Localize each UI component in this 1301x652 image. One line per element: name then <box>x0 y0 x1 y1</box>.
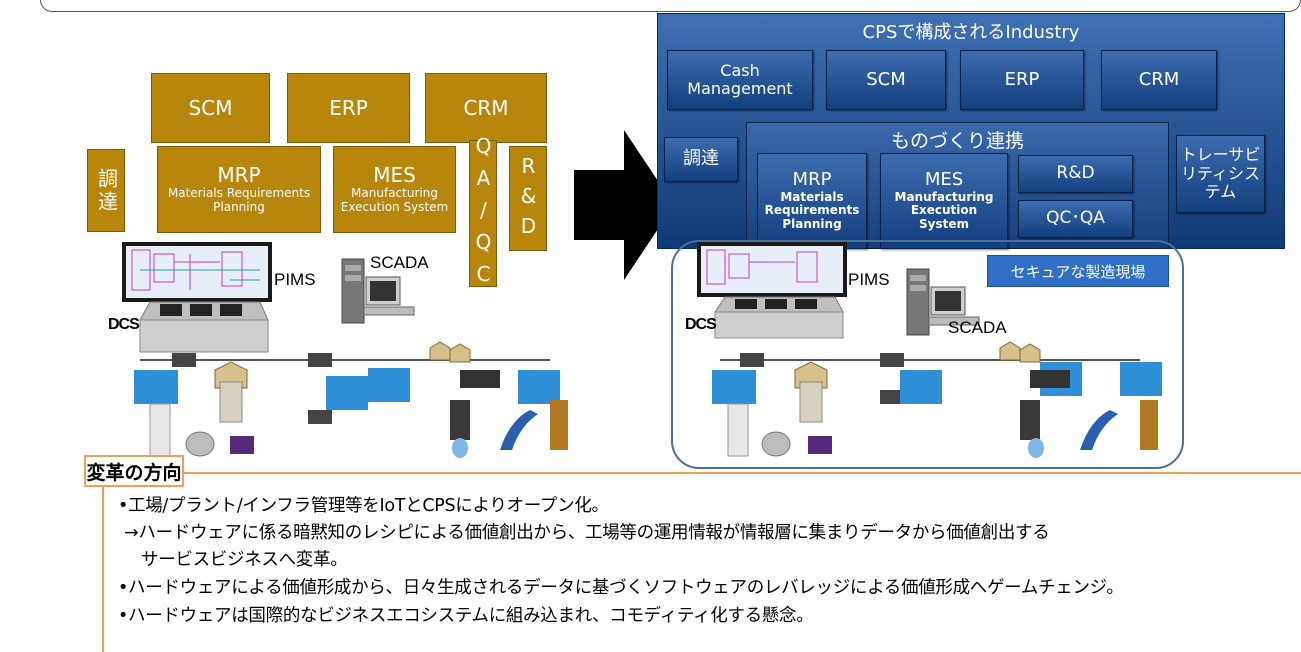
right-erp-label: ERP <box>1004 68 1040 90</box>
left-pims-label: PIMS <box>274 270 316 289</box>
right-scada-illustration <box>906 268 980 336</box>
bottom-text-frame <box>102 472 1301 652</box>
bottom-line-2: →ハードウェアに係る暗黙知のレシピによる価値創出から、工場等の運用情報が情報層に… <box>124 523 1050 543</box>
right-dcs-illustration <box>697 242 847 339</box>
henkaku-heading: 変革の方向 <box>84 455 184 487</box>
right-mes-subtitle: Manufacturing Execution System <box>894 189 994 232</box>
right-qcqa-label: QC･QA <box>1046 208 1105 229</box>
right-qcqa-box: QC･QA <box>1018 200 1133 238</box>
right-cash-box: Cash Management <box>667 50 813 110</box>
left-scm-box: SCM <box>151 73 270 143</box>
secure-factory-badge: セキュアな製造現場 <box>987 255 1169 287</box>
right-mes-title: MES <box>924 168 964 190</box>
right-pims-label: PIMS <box>848 270 890 289</box>
cps-industry-title: CPSで構成されるIndustry <box>862 22 1080 43</box>
right-rd-box: R&D <box>1018 155 1133 193</box>
transform-arrow-icon <box>574 130 674 280</box>
secure-factory-frame <box>671 240 1184 469</box>
right-erp-box: ERP <box>960 50 1084 110</box>
left-dcs-illustration <box>122 242 272 353</box>
bottom-line-3: サービスビジネスへ変革。 <box>141 550 348 570</box>
left-rd-label: R&D <box>516 153 541 244</box>
left-mrp-box: MRP Materials Requirements Planning <box>157 146 321 233</box>
right-rd-label: R&D <box>1056 163 1095 184</box>
left-scada-illustration <box>341 258 415 324</box>
right-mrp-subtitle: Materials Requirements Planning <box>764 189 860 232</box>
right-mrp-box: MRP Materials Requirements Planning <box>757 153 867 249</box>
right-choutatsu-box: 調達 <box>664 137 738 182</box>
right-network-illustration <box>712 341 1162 458</box>
left-rd-box: R&D <box>509 146 547 251</box>
monozukuri-title: ものづくり連携 <box>890 130 1024 152</box>
right-cash-label: Cash Management <box>687 60 793 98</box>
left-mes-title: MES <box>373 163 416 188</box>
left-qaqc-box: QA/QC <box>469 134 497 294</box>
right-choutatsu-label: 調達 <box>683 148 719 170</box>
bottom-line-4: •ハードウェアによる価値形成から、日々生成されるデータに基づくソフトウェアのレバ… <box>118 578 1124 598</box>
left-choutatsu-box: 調達 <box>87 149 125 232</box>
right-dcs-label: DCS <box>685 316 717 333</box>
left-mrp-subtitle: Materials Requirements Planning <box>167 186 311 214</box>
left-mes-subtitle: Manufacturing Execution System <box>340 186 449 214</box>
left-network-illustration <box>134 341 568 458</box>
left-mrp-title: MRP <box>217 163 261 188</box>
left-qaqc-label: QA/QC <box>471 133 496 294</box>
right-scada-label: SCADA <box>948 318 1007 337</box>
left-dcs-label: DCS <box>108 316 140 333</box>
right-trace-box: トレーサビリティシステム <box>1176 135 1265 213</box>
top-frame <box>40 0 1301 12</box>
left-crm-box: CRM <box>425 73 547 143</box>
right-mes-box: MES Manufacturing Execution System <box>880 153 1008 249</box>
right-trace-label: トレーサビリティシステム <box>1180 145 1261 202</box>
left-crm-label: CRM <box>463 95 509 120</box>
left-scm-label: SCM <box>188 95 233 120</box>
bottom-line-1: •工場/プラント/インフラ管理等をIoTとCPSによりオープン化。 <box>118 496 609 516</box>
left-mes-box: MES Manufacturing Execution System <box>333 146 456 233</box>
right-crm-label: CRM <box>1138 68 1180 90</box>
right-scm-box: SCM <box>826 50 946 110</box>
bottom-line-5: •ハードウェアは国際的なビジネスエコシステムに組み込まれ、コモディティ化する懸念… <box>118 606 814 626</box>
left-erp-box: ERP <box>287 73 410 143</box>
right-scm-label: SCM <box>866 68 906 90</box>
left-erp-label: ERP <box>329 95 368 120</box>
right-crm-box: CRM <box>1101 50 1217 110</box>
left-scada-label: SCADA <box>370 253 429 272</box>
right-mrp-title: MRP <box>792 168 832 190</box>
left-choutatsu-label: 調達 <box>94 167 119 214</box>
